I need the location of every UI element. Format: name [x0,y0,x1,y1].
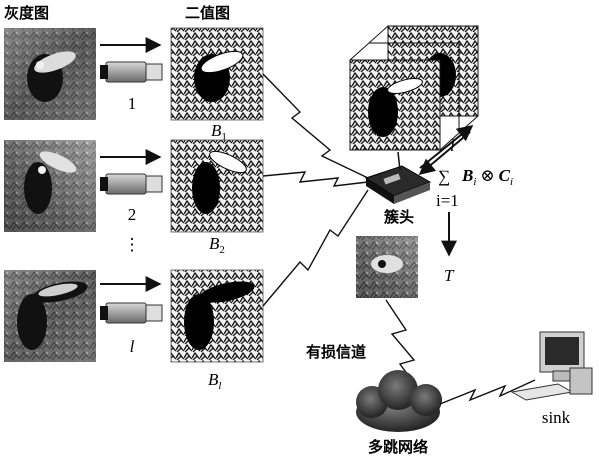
binary-image-3 [171,270,263,362]
camera-label-1: 1 [128,94,137,113]
header-gray: 灰度图 [4,4,49,22]
gray-image-2 [4,140,96,232]
camera-label-2: 2 [128,205,137,224]
cluster-head-label: 簇头 [383,208,414,226]
svg-text:Bi⊗Ci: Bi⊗Ci [461,166,513,188]
camera-icon-2 [100,174,162,194]
sink-label: sink [542,408,571,427]
gray-image-1 [4,28,96,120]
binary-label-2: B2 [209,234,225,256]
wireless-link-3 [263,190,368,306]
multihop-cloud-icon [356,370,442,432]
camera-ellipsis: ⋮ [124,235,141,254]
svg-text:∑: ∑ [438,167,450,186]
header-binary: 二值图 [185,4,230,22]
svg-text:i=1: i=1 [436,191,459,210]
gray-image-3 [4,270,96,362]
output-image [356,236,418,298]
cluster-head-node-icon [366,152,430,204]
fusion-formula: l ∑ i=1 Bi⊗Ci [436,136,513,210]
camera-icon-3 [100,303,162,323]
stacked-binary-images [350,26,478,150]
wireless-link-2 [263,172,368,186]
binary-image-1 [171,28,263,120]
binary-label-l: Bl [208,370,221,392]
output-label: T [444,266,455,285]
multihop-label: 多跳网络 [368,438,428,456]
sink-computer-icon [512,332,592,400]
lossy-channel-label: 有损信道 [306,343,366,361]
camera-label-l: l [130,337,135,356]
camera-icon-1 [100,62,162,82]
binary-image-2 [171,140,263,232]
svg-text:l: l [450,136,455,155]
